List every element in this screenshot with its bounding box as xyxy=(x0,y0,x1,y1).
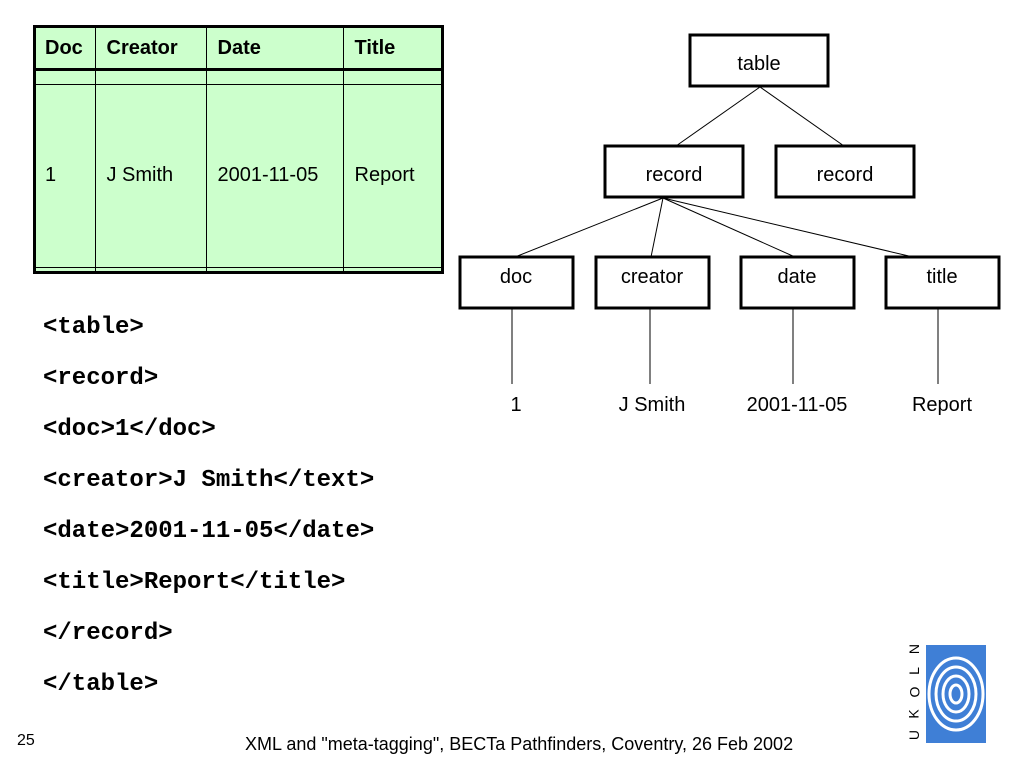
table-cell xyxy=(342,266,441,271)
xml-line: </record> xyxy=(43,620,173,647)
xml-line: <creator>J Smith</text> xyxy=(43,467,375,494)
xml-line: </table> xyxy=(43,671,159,698)
table-cell: Report xyxy=(342,84,441,268)
tree-nodes xyxy=(458,33,1001,310)
leaf-value-creator: J Smith xyxy=(619,394,686,416)
xml-line: <table> xyxy=(43,314,144,341)
node-box-table xyxy=(688,33,830,88)
node-label-record-2: record xyxy=(817,164,874,186)
node-box-title xyxy=(884,255,1001,310)
xml-line: <date>2001-11-05</date> xyxy=(43,518,375,545)
xml-tree-diagram: table record record doc creator date tit… xyxy=(458,33,1001,416)
table-cell: J Smith xyxy=(94,84,207,268)
node-label-doc: doc xyxy=(500,266,532,288)
node-box-doc xyxy=(458,255,575,310)
edge-record-creator xyxy=(650,197,664,258)
table-row xyxy=(36,266,441,271)
xml-line: <record> xyxy=(43,365,159,392)
xml-line: <title>Report</title> xyxy=(43,569,346,596)
node-box-record-1 xyxy=(603,144,745,199)
xml-line: <doc>1</doc> xyxy=(43,416,216,443)
column-header-creator: Creator xyxy=(94,28,207,71)
edge-record-title xyxy=(662,197,914,258)
edge-record-doc xyxy=(514,197,664,258)
edge-table-record2 xyxy=(759,86,845,147)
table-row xyxy=(36,68,441,86)
leaf-value-title: Report xyxy=(912,394,972,416)
edge-table-record1 xyxy=(675,86,761,147)
xml-code-listing: <table> <record> <doc>1</doc> <creator>J… xyxy=(43,309,374,717)
node-label-record-1: record xyxy=(646,164,703,186)
node-label-creator: creator xyxy=(621,266,684,288)
table-header-row: Doc Creator Date Title xyxy=(36,28,441,71)
logo-letter: K xyxy=(906,708,922,719)
logo-letter: U xyxy=(906,729,922,741)
node-box-record-2 xyxy=(774,144,916,199)
ukoln-logo-letters: U K O L N xyxy=(904,642,924,742)
logo-letter: N xyxy=(906,643,922,655)
tree-edges xyxy=(511,86,939,384)
node-label-date: date xyxy=(778,266,817,288)
node-label-table: table xyxy=(737,53,780,75)
table-row: 1 J Smith 2001-11-05 Report xyxy=(36,84,441,268)
table-cell xyxy=(342,68,441,86)
node-box-date xyxy=(739,255,856,310)
leaf-value-doc: 1 xyxy=(510,394,521,416)
node-box-creator xyxy=(594,255,711,310)
footer-caption: XML and "meta-tagging", BECTa Pathfinder… xyxy=(245,734,794,754)
edge-record-date xyxy=(662,197,796,258)
leaf-value-date: 2001-11-05 xyxy=(747,394,848,416)
logo-letter: O xyxy=(905,686,922,698)
column-header-date: Date xyxy=(205,28,344,71)
table-cell: 1 xyxy=(36,84,96,268)
slide-number: 25 xyxy=(17,732,35,749)
ukoln-logo xyxy=(926,645,986,743)
logo-eye-rings xyxy=(927,656,985,732)
node-label-title: title xyxy=(926,266,957,288)
logo-letter: L xyxy=(905,666,922,675)
column-header-title: Title xyxy=(342,28,441,71)
records-table: Doc Creator Date Title 1 J Smith 2001-11… xyxy=(33,25,444,274)
table-cell: 2001-11-05 xyxy=(205,84,344,268)
